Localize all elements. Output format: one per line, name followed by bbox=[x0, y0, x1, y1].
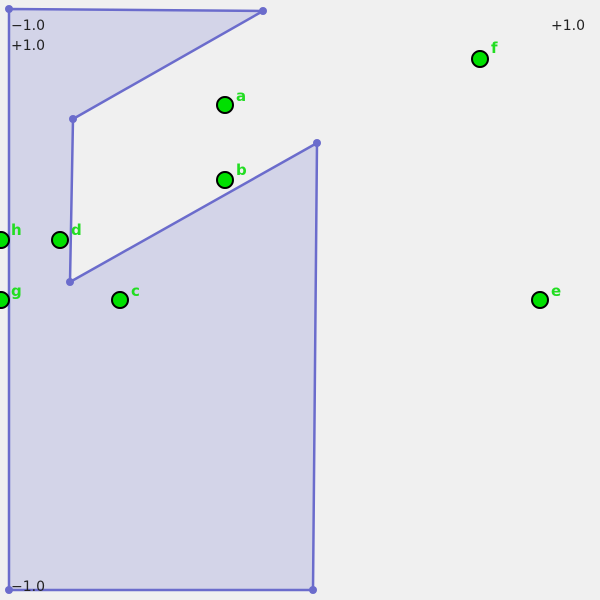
point-marker bbox=[51, 231, 69, 249]
axis-label-top-right-x: +1.0 bbox=[551, 18, 585, 34]
vertex bbox=[313, 139, 321, 147]
polygon-region bbox=[7, 7, 319, 592]
axis-label-top-left-y: +1.0 bbox=[11, 38, 45, 54]
point-a: a bbox=[216, 87, 246, 114]
axis-label-bottom-left-y: −1.0 bbox=[11, 579, 45, 595]
polygon-vertices bbox=[5, 5, 321, 594]
point-c: c bbox=[111, 282, 140, 309]
point-label: c bbox=[131, 282, 140, 300]
point-label: b bbox=[236, 161, 247, 179]
point-d: d bbox=[51, 221, 82, 249]
vertex bbox=[259, 7, 267, 15]
point-label: a bbox=[236, 87, 246, 105]
vertex bbox=[69, 115, 77, 123]
vertex bbox=[309, 586, 317, 594]
vertex bbox=[5, 5, 13, 13]
point-label: e bbox=[551, 282, 561, 300]
point-marker bbox=[471, 50, 489, 68]
point-h: h bbox=[0, 221, 22, 249]
point-marker bbox=[216, 96, 234, 114]
point-marker bbox=[111, 291, 129, 309]
point-marker bbox=[0, 291, 10, 309]
point-label: f bbox=[491, 39, 498, 57]
point-g: g bbox=[0, 282, 22, 309]
point-marker bbox=[216, 171, 234, 189]
point-e: e bbox=[531, 282, 561, 309]
point-label: h bbox=[11, 221, 22, 239]
point-marker bbox=[531, 291, 549, 309]
vertex bbox=[5, 586, 13, 594]
vertex bbox=[66, 278, 74, 286]
point-label: g bbox=[11, 282, 22, 300]
point-f: f bbox=[471, 39, 498, 68]
point-label: d bbox=[71, 221, 82, 239]
point-marker bbox=[0, 231, 10, 249]
point-b: b bbox=[216, 161, 247, 189]
axis-label-top-left-x: −1.0 bbox=[11, 18, 45, 34]
